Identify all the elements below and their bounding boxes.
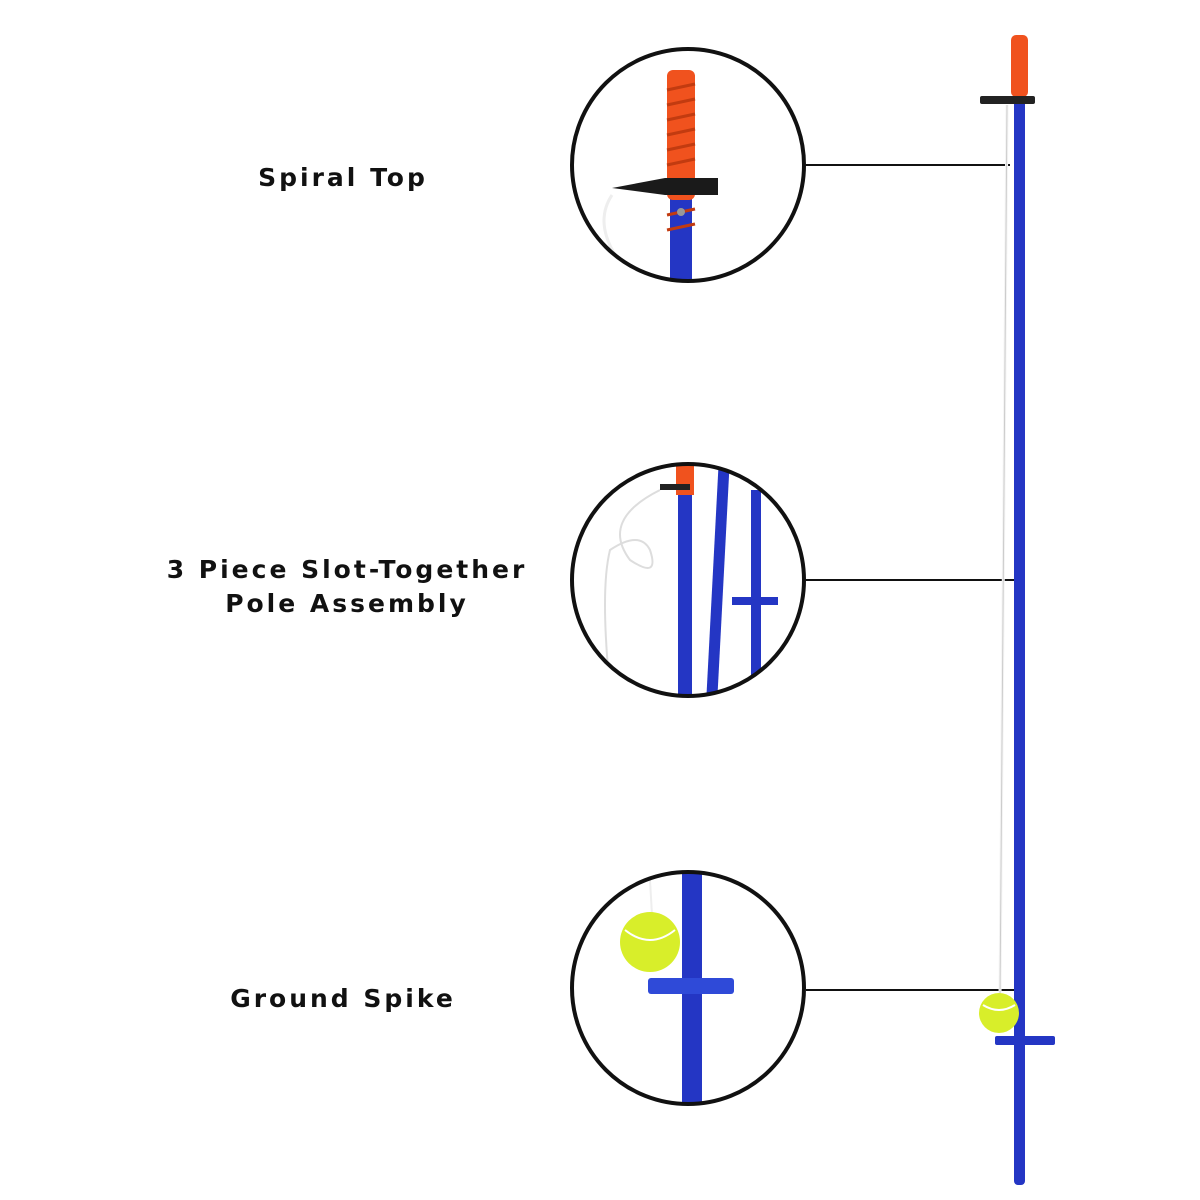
callout-circle-bottom: [570, 870, 806, 1106]
ground-spike-closeup: [620, 872, 734, 1104]
label-spiral-top: Spiral Top: [193, 161, 493, 195]
label-pole-assembly: 3 Piece Slot-Together Pole Assembly: [132, 553, 562, 621]
string-holder: [980, 96, 1035, 104]
callout-circle-top: [570, 47, 806, 283]
swing-ball-pole: [979, 35, 1055, 1185]
label-line: 3 Piece Slot-Together: [166, 555, 528, 584]
label-line: Pole Assembly: [225, 589, 469, 618]
callout-circle-middle: [570, 462, 806, 698]
pole-shaft: [1014, 95, 1025, 1185]
pole-assembly-closeup: [604, 465, 778, 696]
spiral-top-closeup: [602, 70, 718, 281]
spiral-grip: [1011, 35, 1028, 97]
tennis-ball: [979, 993, 1019, 1033]
label-ground-spike: Ground Spike: [193, 982, 493, 1016]
label-line: Spiral Top: [258, 163, 428, 192]
label-line: Ground Spike: [230, 984, 456, 1013]
ground-spike-bar: [995, 1036, 1055, 1045]
